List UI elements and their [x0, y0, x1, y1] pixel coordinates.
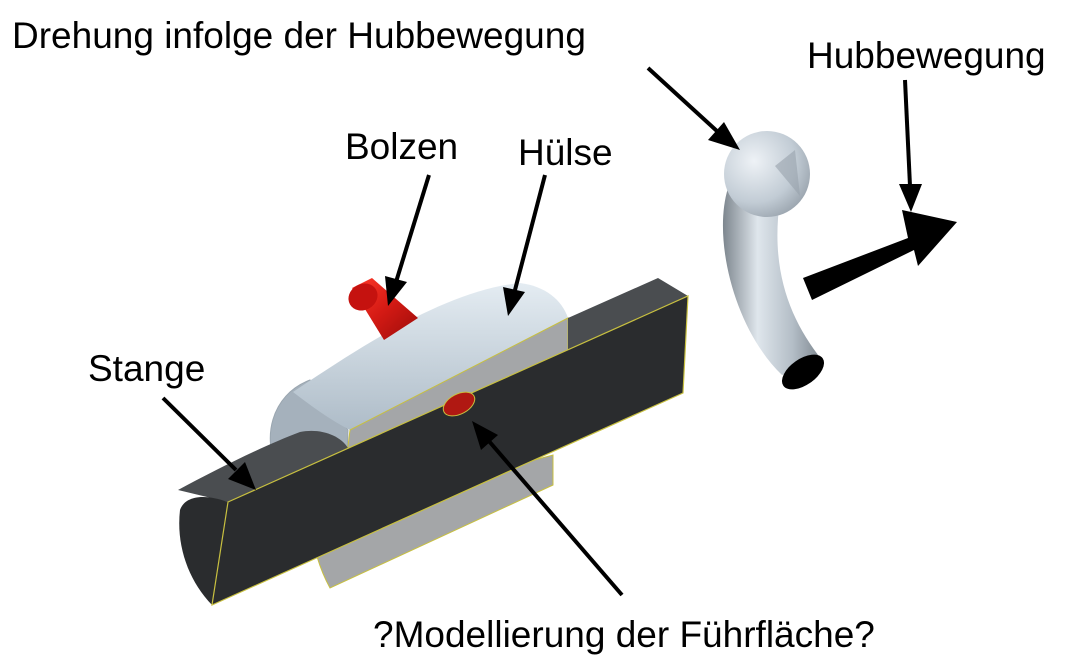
- label-huelse: Hülse: [518, 132, 613, 173]
- bolzen-cap: [348, 283, 378, 311]
- label-bolzen: Bolzen: [345, 126, 459, 167]
- stange-arrowhead: [228, 462, 256, 490]
- fuehrflaeche-arrowhead: [472, 421, 498, 450]
- bolzen-arrow: [394, 174, 431, 283]
- hubbewegung-pointer: [903, 79, 912, 187]
- stange-front-face: [211, 295, 689, 607]
- drehung-arrow: [646, 66, 720, 134]
- label-hubbewegung: Hubbewegung: [807, 35, 1046, 76]
- rotation-symbol: [722, 131, 825, 390]
- hubbewegung-arrow-body: [803, 210, 957, 300]
- stange-part: [178, 278, 689, 607]
- rotation-cone: [724, 131, 810, 217]
- rotation-tube: [722, 188, 822, 375]
- fuehrflaeche-hole: [442, 391, 476, 417]
- rotation-tube-opening: [781, 354, 825, 390]
- bolzen-part: [348, 278, 418, 340]
- bolzen-arrowhead: [385, 276, 407, 306]
- stange-top-right: [568, 278, 688, 352]
- label-stange: Stange: [88, 348, 206, 389]
- stange-arrow: [161, 396, 238, 472]
- label-drehung: Drehung infolge der Hubbewegung: [12, 15, 586, 56]
- leader-arrows: [161, 66, 922, 597]
- huelse-top-surface: [293, 283, 568, 430]
- label-fuehrflaeche: ?Modellierung der Führfläche?: [373, 614, 875, 655]
- stange-top-left: [178, 430, 348, 502]
- hubbewegung-pointer-head: [899, 184, 922, 212]
- hubbewegung-arrow-symbol: [803, 210, 957, 300]
- huelse-arrowhead: [503, 287, 525, 316]
- huelse-arrow: [513, 174, 547, 291]
- rotation-cone-tip: [775, 150, 800, 196]
- fuehrflaeche-arrow: [486, 438, 624, 597]
- drehung-arrowhead: [708, 122, 740, 150]
